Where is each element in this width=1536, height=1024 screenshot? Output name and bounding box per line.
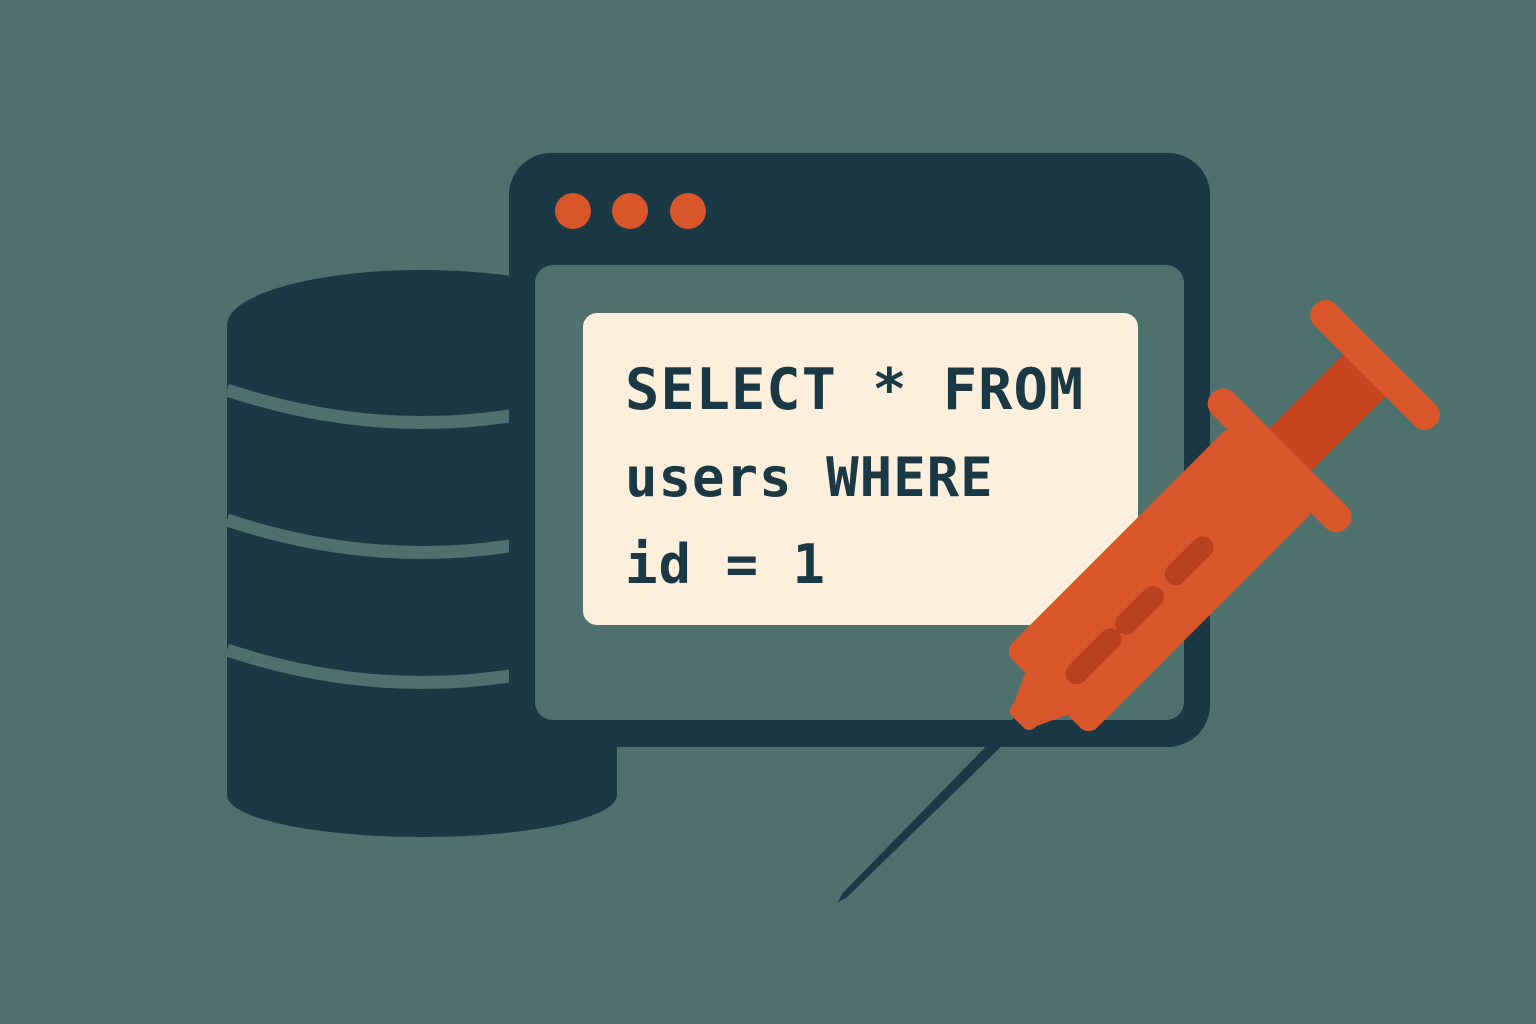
window-control-dot — [555, 193, 591, 229]
sql-code-panel: SELECT * FROM users WHERE id = 1 — [583, 313, 1138, 625]
sql-line-3: id = 1 — [625, 533, 827, 596]
window-control-dot — [612, 193, 648, 229]
sql-line-2: users WHERE — [625, 446, 994, 509]
syringe-icon — [837, 300, 1440, 903]
window-control-dot — [670, 193, 706, 229]
window-controls — [555, 193, 706, 229]
sql-line-1: SELECT * FROM — [625, 357, 1085, 423]
